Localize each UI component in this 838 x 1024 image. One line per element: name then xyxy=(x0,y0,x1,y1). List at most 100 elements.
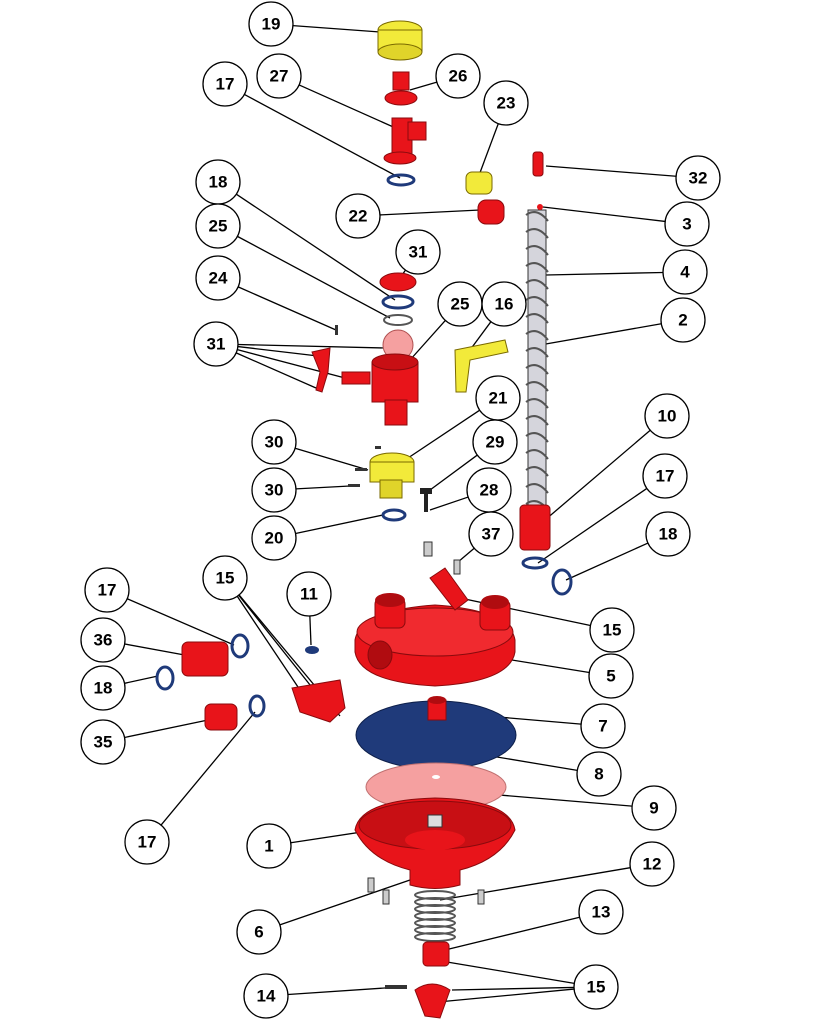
callout-4: 4 xyxy=(662,249,708,295)
leader-line xyxy=(451,986,575,991)
callout-circle xyxy=(576,751,622,797)
part-diaphragm-stack xyxy=(355,696,517,812)
coil-turn xyxy=(525,313,549,324)
callout-number: 17 xyxy=(138,833,157,852)
callout-30: 30 xyxy=(251,419,297,465)
leader-line xyxy=(446,961,575,985)
callout-number: 32 xyxy=(689,169,708,188)
callout-circle xyxy=(664,201,710,247)
callout-circle xyxy=(84,567,130,613)
callout-number: 31 xyxy=(409,243,428,262)
coil-turn xyxy=(525,245,549,256)
leader-line xyxy=(294,447,369,471)
coil-turn xyxy=(525,381,549,392)
callout-number: 4 xyxy=(680,263,690,282)
callout-36: 36 xyxy=(80,617,126,663)
callout-19: 19 xyxy=(248,1,294,47)
callout-circle xyxy=(644,393,690,439)
callout-number: 31 xyxy=(207,335,226,354)
callout-number: 17 xyxy=(216,75,235,94)
callout-circle xyxy=(395,229,441,275)
callout-circle xyxy=(80,617,126,663)
leader-line xyxy=(244,93,401,179)
callout-number: 14 xyxy=(257,987,276,1006)
callout-circle xyxy=(251,467,297,513)
callout-17: 17 xyxy=(202,61,248,107)
leader-line xyxy=(542,206,666,223)
callout-number: 19 xyxy=(262,15,281,34)
callout-number: 2 xyxy=(678,311,687,330)
leader-line xyxy=(309,615,312,646)
callout-number: 30 xyxy=(265,433,284,452)
callout-number: 29 xyxy=(486,433,505,452)
callout-number: 20 xyxy=(265,529,284,548)
leader-line xyxy=(439,867,631,901)
callout-number: 12 xyxy=(643,855,662,874)
callout-circle xyxy=(256,53,302,99)
callout-number: 16 xyxy=(495,295,514,314)
leader-line xyxy=(545,271,664,276)
callout-number: 30 xyxy=(265,481,284,500)
callout-circle xyxy=(246,823,292,869)
leader-line xyxy=(235,193,396,301)
leader-line xyxy=(298,84,401,131)
leader-line xyxy=(429,454,478,491)
callout-circle xyxy=(193,321,239,367)
callout-number: 17 xyxy=(98,581,117,600)
callout-circle xyxy=(660,297,706,343)
callout-number: 26 xyxy=(449,67,468,86)
callout-32: 32 xyxy=(675,155,721,201)
part-cover-5 xyxy=(354,567,516,687)
callout-37: 37 xyxy=(468,511,514,557)
callout-26: 26 xyxy=(435,53,481,99)
leader-line xyxy=(537,487,648,564)
callout-27: 27 xyxy=(256,53,302,99)
callout-17: 17 xyxy=(84,567,130,613)
leader-line xyxy=(457,547,475,563)
callout-35: 35 xyxy=(80,719,126,765)
callout-circle xyxy=(589,607,635,653)
callout-circle xyxy=(481,281,527,327)
callout-9: 9 xyxy=(631,785,677,831)
callout-15: 15 xyxy=(202,555,248,601)
callout-number: 23 xyxy=(497,94,516,113)
callout-number: 11 xyxy=(300,585,318,604)
callout-30: 30 xyxy=(251,467,297,513)
callout-circle xyxy=(236,909,282,955)
leader-line xyxy=(295,514,384,535)
callout-14: 14 xyxy=(243,973,289,1019)
callout-number: 18 xyxy=(659,525,678,544)
callout-18: 18 xyxy=(195,159,241,205)
callout-number: 18 xyxy=(209,173,228,192)
leader-line xyxy=(237,286,337,331)
callout-circle xyxy=(251,515,297,561)
callout-7: 7 xyxy=(580,703,626,749)
leader-line xyxy=(237,343,386,349)
callout-circle xyxy=(80,719,126,765)
coil-turn xyxy=(525,347,549,358)
coil-turn xyxy=(525,279,549,290)
callout-circle xyxy=(675,155,721,201)
leader-line xyxy=(236,595,301,691)
callout-number: 15 xyxy=(603,621,622,640)
coil-turn xyxy=(525,211,549,222)
leader-line xyxy=(160,711,256,826)
callout-8: 8 xyxy=(576,751,622,797)
callout-circle xyxy=(631,785,677,831)
callout-circle xyxy=(468,511,514,557)
callout-circle xyxy=(286,571,332,617)
callout-11: 11 xyxy=(286,571,332,617)
leader-line xyxy=(437,988,575,1003)
callout-number: 18 xyxy=(94,679,113,698)
callout-1: 1 xyxy=(246,823,292,869)
callout-circle xyxy=(248,1,294,47)
callout-5: 5 xyxy=(588,653,634,699)
callout-29: 29 xyxy=(472,419,518,465)
callout-17: 17 xyxy=(642,453,688,499)
callout-2: 2 xyxy=(660,297,706,343)
callout-circle xyxy=(578,889,624,935)
coil-turn xyxy=(525,449,549,460)
